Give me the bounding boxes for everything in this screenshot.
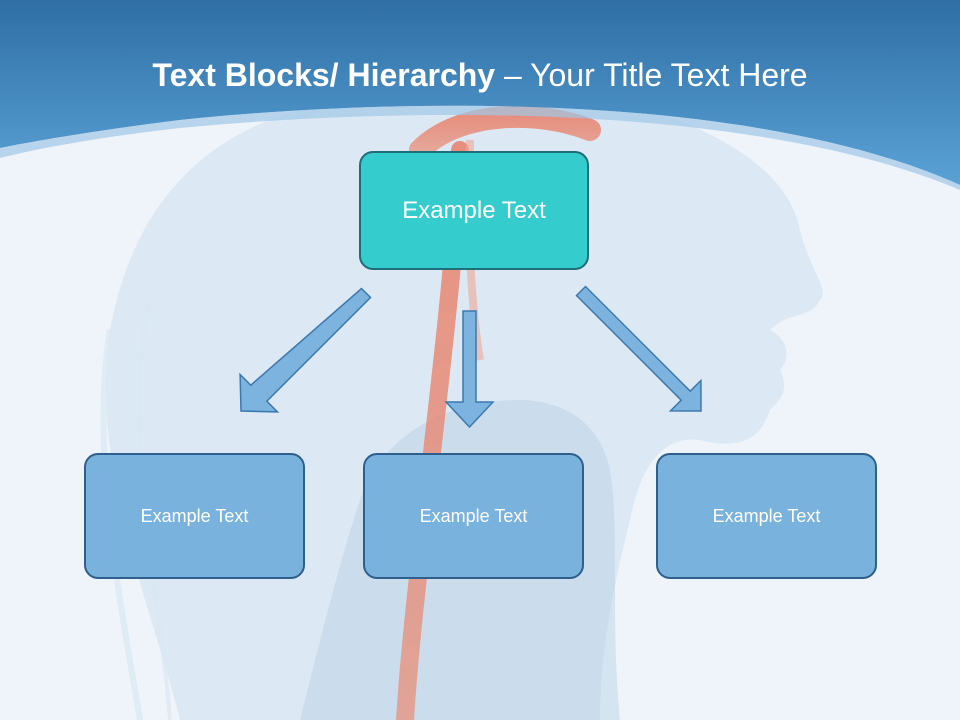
title-separator: – bbox=[495, 57, 531, 93]
arrow-to-middle-box bbox=[444, 310, 495, 429]
child-box-middle: Example Text bbox=[363, 453, 584, 579]
child-box-right-label: Example Text bbox=[712, 505, 821, 526]
child-box-left-label: Example Text bbox=[140, 505, 249, 526]
top-box: Example Text bbox=[359, 151, 589, 270]
child-box-right: Example Text bbox=[656, 453, 877, 579]
arrow-to-right-box bbox=[575, 285, 702, 412]
slide-title: Text Blocks/ Hierarchy – Your Title Text… bbox=[0, 50, 960, 100]
child-box-left: Example Text bbox=[84, 453, 305, 579]
header-band bbox=[0, 0, 960, 185]
child-box-middle-label: Example Text bbox=[419, 505, 528, 526]
title-bold: Text Blocks/ Hierarchy bbox=[152, 57, 496, 93]
arrow-to-left-box bbox=[239, 287, 372, 413]
top-box-label: Example Text bbox=[402, 196, 546, 224]
title-rest: Your Title Text Here bbox=[530, 57, 808, 93]
